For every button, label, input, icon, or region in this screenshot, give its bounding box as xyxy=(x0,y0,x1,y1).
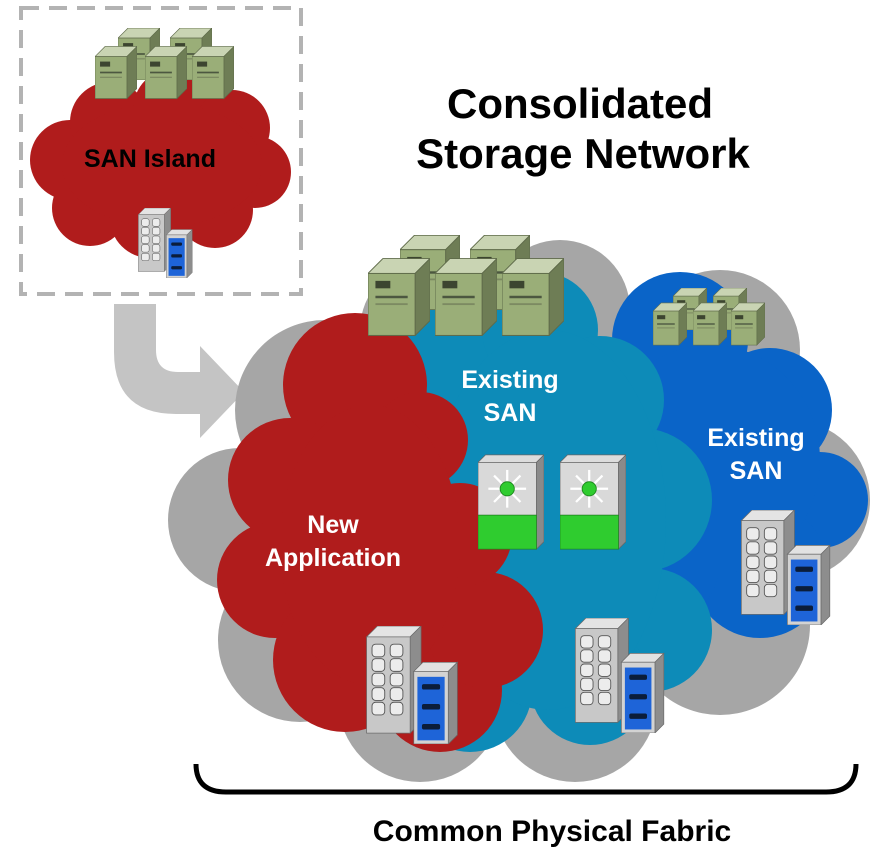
server-icon xyxy=(693,302,727,346)
existing-san-right-label-1: Existing xyxy=(707,424,804,452)
server-icon xyxy=(145,46,187,99)
fabric-switch-icon xyxy=(478,453,544,551)
fabric-switch-icon xyxy=(560,453,626,551)
existing-san-center-label-2: SAN xyxy=(484,399,537,427)
existing-san-right-label-2: SAN xyxy=(730,457,783,485)
server-icon xyxy=(731,302,765,346)
new-application-label-1: New xyxy=(307,511,359,539)
island-label: SAN Island xyxy=(84,145,216,173)
server-icon xyxy=(435,258,497,336)
island-boundary xyxy=(19,6,303,296)
new-application-label-2: Application xyxy=(265,544,401,572)
server-icon xyxy=(192,46,234,99)
footer-label: Common Physical Fabric xyxy=(373,815,731,848)
server-icon xyxy=(502,258,564,336)
new-application-cloud xyxy=(217,313,543,752)
curved-arrow-icon xyxy=(114,304,244,438)
island-server-group xyxy=(95,28,234,99)
fabric-brace xyxy=(193,763,859,795)
server-icon xyxy=(368,258,430,336)
existing-san-center-label-1: Existing xyxy=(461,366,558,394)
server-icon xyxy=(653,302,687,346)
title-line-1: Consolidated xyxy=(447,80,713,127)
title-line-2: Storage Network xyxy=(416,130,750,177)
server-icon xyxy=(95,46,137,99)
